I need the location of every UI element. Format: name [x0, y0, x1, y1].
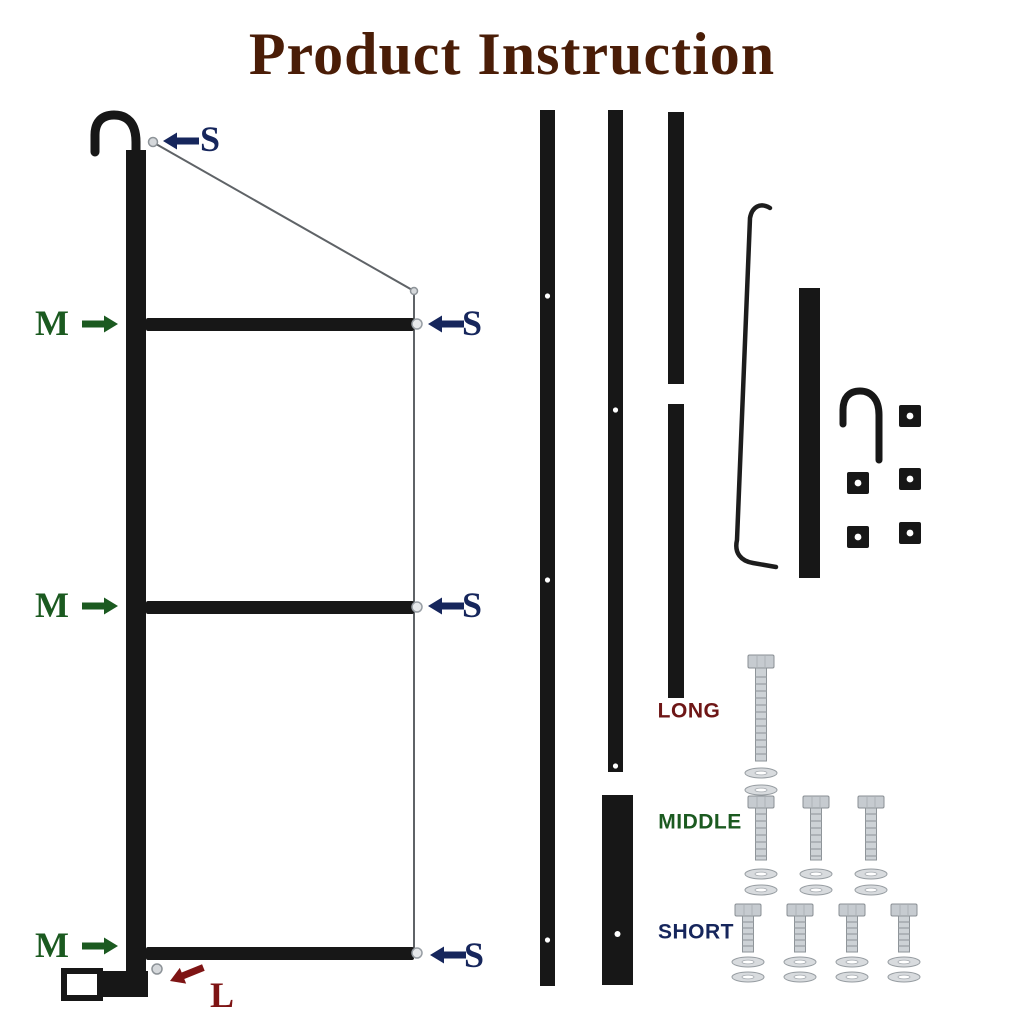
m-arrow-1: [82, 315, 118, 333]
rail-hole: [544, 293, 551, 299]
square-nut: [847, 526, 869, 548]
rail-hole: [614, 931, 621, 937]
long-bolt: [745, 655, 777, 795]
vertical-post: [126, 150, 146, 990]
rail-hole: [612, 763, 619, 769]
square-nut: [899, 522, 921, 544]
middle-bolt: [800, 796, 832, 895]
part-rail-segment-2: [668, 404, 684, 698]
rung-1-connector: [411, 318, 423, 330]
top-hook: [90, 110, 141, 167]
hitch-bar: [96, 971, 148, 997]
hitch-receiver-tube: [61, 968, 103, 1001]
s-label-rung1: S: [461, 303, 483, 343]
middle-hardware-label: MIDDLE: [658, 810, 742, 834]
m-label-2: M: [35, 585, 69, 625]
cable-joint: [409, 286, 419, 296]
middle-bolt: [745, 796, 777, 895]
bottom-bolt: [151, 963, 163, 975]
m-label-3: M: [35, 925, 69, 965]
parts-layout: [540, 110, 921, 986]
l-arrow: [166, 959, 207, 989]
short-bolt: [732, 904, 764, 982]
m-arrow-2: [82, 597, 118, 615]
rung-3-connector: [411, 947, 423, 959]
part-thick-bar: [799, 288, 820, 578]
s-arrow-rung1: [428, 315, 464, 333]
s-arrow-rung2: [428, 597, 464, 615]
m-arrow-3: [82, 937, 118, 955]
short-bolt: [784, 904, 816, 982]
s-label-top: S: [199, 119, 221, 159]
top-bolt: [147, 136, 159, 148]
rung-2-connector: [411, 601, 423, 613]
part-rail-segment-1: [668, 112, 684, 384]
short-hardware-label: SHORT: [658, 920, 734, 944]
rail-hole: [544, 937, 551, 943]
long-hardware-label: LONG: [657, 699, 721, 723]
rail-hole: [544, 577, 551, 583]
part-long-rail-2: [608, 110, 623, 772]
m-label-1: M: [35, 303, 69, 343]
s-arrow-rung3: [430, 946, 466, 964]
middle-bolt: [855, 796, 887, 895]
s-arrow-top: [163, 132, 199, 150]
l-label: L: [209, 975, 235, 1015]
square-nut: [847, 472, 869, 494]
rung-2: [146, 601, 414, 614]
short-bolt: [836, 904, 868, 982]
rail-hole: [612, 407, 619, 413]
page-title: Product Instruction: [248, 21, 776, 87]
diagonal-cable: [155, 143, 415, 292]
square-nut: [899, 405, 921, 427]
square-nut: [899, 468, 921, 490]
short-bolt: [888, 904, 920, 982]
part-short-post: [602, 795, 633, 985]
part-hook: [839, 387, 883, 464]
s-label-rung2: S: [461, 585, 483, 625]
rung-1: [146, 318, 414, 331]
part-long-rail-1: [540, 110, 555, 986]
assembled-ladder: [61, 110, 423, 1001]
rung-3: [146, 947, 414, 960]
part-support-rod: [734, 203, 779, 570]
s-label-rung3: S: [463, 935, 485, 975]
